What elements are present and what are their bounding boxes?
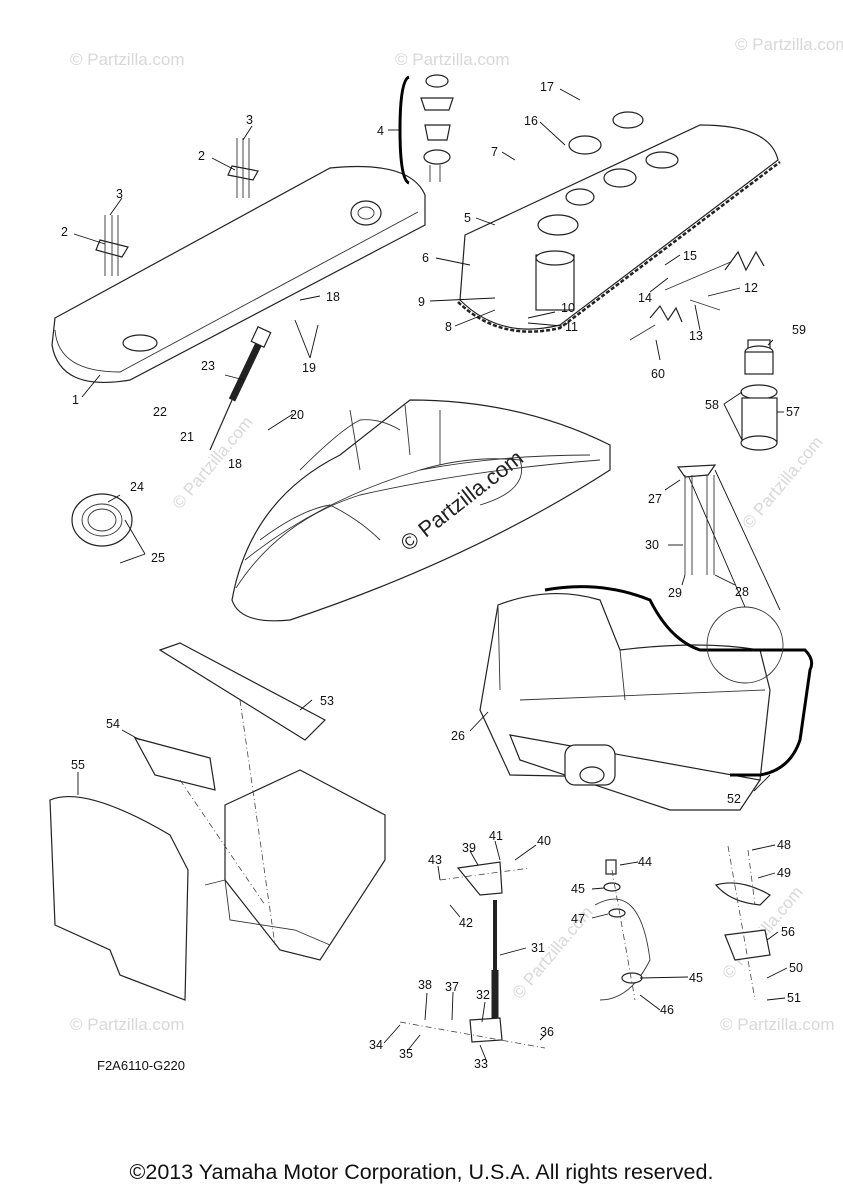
callout-7: 7 bbox=[491, 145, 498, 159]
callout-24: 24 bbox=[130, 480, 144, 494]
callout-21: 21 bbox=[180, 430, 194, 444]
callout-15: 15 bbox=[683, 249, 697, 263]
seat-lid-assembly bbox=[51, 138, 426, 384]
callout-29: 29 bbox=[668, 586, 682, 600]
callout-20: 20 bbox=[290, 408, 304, 422]
callout-33: 33 bbox=[474, 1057, 488, 1071]
callout-42: 42 bbox=[459, 916, 473, 930]
watermark: © Partzilla.com bbox=[70, 1015, 185, 1034]
bracket-48-56 bbox=[714, 845, 771, 1001]
callout-51: 51 bbox=[787, 991, 801, 1005]
callout-49: 49 bbox=[777, 866, 791, 880]
callout-13: 13 bbox=[689, 329, 703, 343]
callout-labels: 1 2 2 3 3 4 5 6 7 8 9 10 11 12 13 14 15 … bbox=[61, 80, 806, 1071]
callout-50: 50 bbox=[789, 961, 803, 975]
callout-48: 48 bbox=[777, 838, 791, 852]
callout-38: 38 bbox=[418, 978, 432, 992]
gas-strut-23 bbox=[209, 325, 272, 451]
bench-seat bbox=[479, 469, 814, 811]
watermark: © Partzilla.com bbox=[720, 1015, 835, 1034]
callout-26: 26 bbox=[451, 729, 465, 743]
leader-lines bbox=[73, 88, 788, 1063]
callout-1: 1 bbox=[72, 393, 79, 407]
callout-19: 19 bbox=[302, 361, 316, 375]
callout-58: 58 bbox=[705, 398, 719, 412]
boat-illustration bbox=[231, 399, 611, 622]
strut-31-assembly bbox=[399, 861, 546, 1049]
callout-23: 23 bbox=[201, 359, 215, 373]
callout-57: 57 bbox=[786, 405, 800, 419]
callout-14: 14 bbox=[638, 291, 652, 305]
callout-18: 18 bbox=[326, 290, 340, 304]
callout-43: 43 bbox=[428, 853, 442, 867]
callout-22: 22 bbox=[153, 405, 167, 419]
callout-54: 54 bbox=[106, 717, 120, 731]
copyright-notice: ©2013 Yamaha Motor Corporation, U.S.A. A… bbox=[129, 1160, 714, 1184]
callout-2: 2 bbox=[61, 225, 68, 239]
watermark: © Partzilla.com bbox=[70, 50, 185, 69]
bottle-holder bbox=[740, 339, 778, 451]
callout-59: 59 bbox=[792, 323, 806, 337]
seat-bracket bbox=[676, 464, 717, 575]
clevis-44-47 bbox=[594, 859, 651, 1001]
storage-liner bbox=[49, 642, 386, 1001]
callout-45: 45 bbox=[689, 971, 703, 985]
callout-47: 47 bbox=[571, 912, 585, 926]
callout-60: 60 bbox=[651, 367, 665, 381]
callout-10: 10 bbox=[561, 301, 575, 315]
callout-16: 16 bbox=[524, 114, 538, 128]
callout-2: 2 bbox=[198, 149, 205, 163]
callout-18: 18 bbox=[228, 457, 242, 471]
callout-35: 35 bbox=[399, 1047, 413, 1061]
callout-44: 44 bbox=[638, 855, 652, 869]
watermark: © Partzilla.com bbox=[735, 35, 843, 54]
callout-45: 45 bbox=[571, 882, 585, 896]
drawing-code: F2A6110-G220 bbox=[97, 1058, 185, 1073]
callout-12: 12 bbox=[744, 281, 758, 295]
callout-31: 31 bbox=[531, 941, 545, 955]
watermark: © Partzilla.com bbox=[395, 50, 510, 69]
callout-17: 17 bbox=[540, 80, 554, 94]
callout-9: 9 bbox=[418, 295, 425, 309]
speaker-ring bbox=[71, 493, 133, 547]
callout-55: 55 bbox=[71, 758, 85, 772]
callout-37: 37 bbox=[445, 980, 459, 994]
spring-assembly bbox=[629, 250, 765, 341]
callout-11: 11 bbox=[565, 320, 578, 334]
callout-27: 27 bbox=[648, 492, 662, 506]
callout-8: 8 bbox=[445, 320, 452, 334]
callout-3: 3 bbox=[246, 113, 253, 127]
cup-holder-stack bbox=[398, 74, 454, 185]
callout-53: 53 bbox=[320, 694, 334, 708]
callout-28: 28 bbox=[735, 585, 749, 599]
console-tray bbox=[457, 111, 781, 333]
callout-25: 25 bbox=[151, 551, 165, 565]
callout-4: 4 bbox=[377, 124, 384, 138]
callout-40: 40 bbox=[537, 834, 551, 848]
callout-3: 3 bbox=[116, 187, 123, 201]
callout-39: 39 bbox=[462, 841, 476, 855]
callout-52: 52 bbox=[727, 792, 741, 806]
callout-6: 6 bbox=[422, 251, 429, 265]
callout-41: 41 bbox=[489, 829, 503, 843]
watermark: © Partzilla.com bbox=[169, 413, 257, 513]
callout-36: 36 bbox=[540, 1025, 554, 1039]
callout-56: 56 bbox=[781, 925, 795, 939]
callout-5: 5 bbox=[464, 211, 471, 225]
callout-30: 30 bbox=[645, 538, 659, 552]
callout-34: 34 bbox=[369, 1038, 383, 1052]
callout-32: 32 bbox=[476, 988, 490, 1002]
callout-46: 46 bbox=[660, 1003, 674, 1017]
